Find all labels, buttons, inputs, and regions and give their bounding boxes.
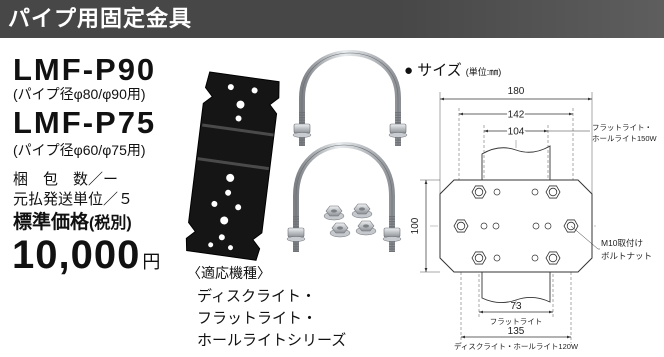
- dim-label-135: 135: [508, 326, 525, 337]
- plate-hole: [492, 222, 500, 230]
- hex-nut-icon: [545, 251, 561, 265]
- packing-quantity: 梱 包 数／ー: [13, 171, 119, 188]
- dim-label-104: 104: [508, 127, 525, 138]
- extension-lines: [420, 92, 593, 343]
- mounting-plate-outline: [439, 179, 593, 273]
- compatible-model-item: フラットライト・: [197, 310, 318, 327]
- price-label-text: 標準価格: [13, 212, 90, 233]
- u-bolt-nut: [287, 227, 305, 238]
- hex-nut: [355, 220, 377, 236]
- u-bolt-nut: [293, 123, 311, 134]
- u-bolt-washer: [292, 132, 312, 138]
- model-number-p75: LMF-P75: [13, 105, 157, 140]
- size-heading-text: ● サイズ: [404, 62, 462, 79]
- plate-hole: [220, 216, 229, 225]
- bracket-plate-ridge: [202, 123, 274, 137]
- bracket-plate-holes: [208, 84, 258, 251]
- hex-nut-icon: [453, 219, 469, 233]
- callout-bolt-line2: ボルトナット: [601, 251, 652, 261]
- price-tax-note: (税別): [89, 215, 132, 232]
- m10-bolt-nuts: [453, 185, 579, 265]
- pipe-note-p90: (パイプ径φ80/φ90用): [13, 86, 146, 102]
- u-bolt-thread: [299, 112, 401, 146]
- u-bolt-nut: [383, 227, 401, 238]
- size-unit: (単位:㎜): [465, 67, 502, 77]
- plate-hole: [235, 115, 242, 122]
- callout-104-line1: フラットライト・: [592, 123, 652, 132]
- plate-hole: [227, 84, 234, 91]
- plate-hole: [225, 189, 232, 196]
- plate-hole: [493, 188, 501, 196]
- plate-hole: [218, 234, 225, 241]
- compatible-models-heading: 〈適応機種〉: [187, 265, 271, 281]
- callout-bolt-line1: M10取付け: [601, 238, 643, 248]
- dim-label-100: 100: [410, 217, 421, 234]
- dim-label-180: 180: [508, 86, 525, 97]
- plate-hole: [235, 204, 242, 211]
- plate-hole: [226, 173, 235, 182]
- hex-nut-icon: [545, 185, 561, 199]
- plate-hole: [236, 100, 245, 109]
- plate-hole: [532, 222, 540, 230]
- compatible-model-item: ディスクライト・: [197, 288, 316, 305]
- callout-73: フラットライト: [490, 317, 543, 326]
- plate-holes: [480, 188, 552, 262]
- u-bolt-washer: [382, 236, 402, 242]
- shipping-unit: 元払発送単位／５: [13, 191, 134, 208]
- u-bolt-large-photo: [292, 50, 408, 146]
- price-value: 10,000: [12, 233, 141, 277]
- compatible-model-item: ホールライトシリーズ: [197, 332, 347, 349]
- bracket-plate-photo: [185, 71, 280, 261]
- price-currency: 円: [142, 252, 161, 272]
- plate-hole: [227, 245, 233, 251]
- pipe-note-p75: (パイプ径φ60/φ75用): [13, 142, 146, 158]
- plate-hole: [211, 200, 218, 207]
- u-bolt-washer: [286, 236, 306, 242]
- model-number-p90: LMF-P90: [13, 52, 157, 87]
- callout-104-line2: ホールライト150W: [592, 134, 658, 143]
- callout-135: ディスクライト・ホールライト120W: [454, 341, 579, 351]
- plate-hole: [531, 188, 539, 196]
- pipe-upper: [481, 145, 551, 180]
- leader-line-bolt: [570, 225, 600, 250]
- hex-nut-icon: [471, 251, 487, 265]
- dim-label-73: 73: [510, 301, 522, 312]
- u-bolt-rod-outline: [301, 52, 399, 146]
- hex-nut: [323, 205, 345, 221]
- bracket-plate-ridge: [197, 157, 270, 171]
- dimension-drawing: [420, 92, 600, 343]
- page-title: パイプ用固定金具: [8, 6, 193, 31]
- u-bolt-nut: [389, 123, 407, 134]
- plate-hole: [208, 242, 214, 248]
- pipe-lower: [481, 272, 551, 303]
- bracket-plate-body: [185, 71, 280, 261]
- dim-label-142: 142: [508, 110, 525, 121]
- hex-nuts-photo: [323, 203, 377, 238]
- plate-hole: [480, 222, 488, 230]
- hex-nut: [351, 203, 373, 219]
- hex-nut-icon: [471, 185, 487, 199]
- plate-hole: [251, 87, 258, 94]
- hex-nut: [329, 222, 351, 238]
- plate-hole: [544, 222, 552, 230]
- size-heading: ● サイズ(単位:㎜): [404, 61, 501, 82]
- u-bolt-rod: [299, 50, 401, 146]
- u-bolt-washer: [388, 132, 408, 138]
- header-bar: [0, 0, 664, 38]
- plate-hole: [531, 254, 539, 262]
- plate-hole: [493, 254, 501, 262]
- u-bolt-small-photo: [286, 142, 402, 252]
- price-label: 標準価格(税別): [13, 211, 132, 236]
